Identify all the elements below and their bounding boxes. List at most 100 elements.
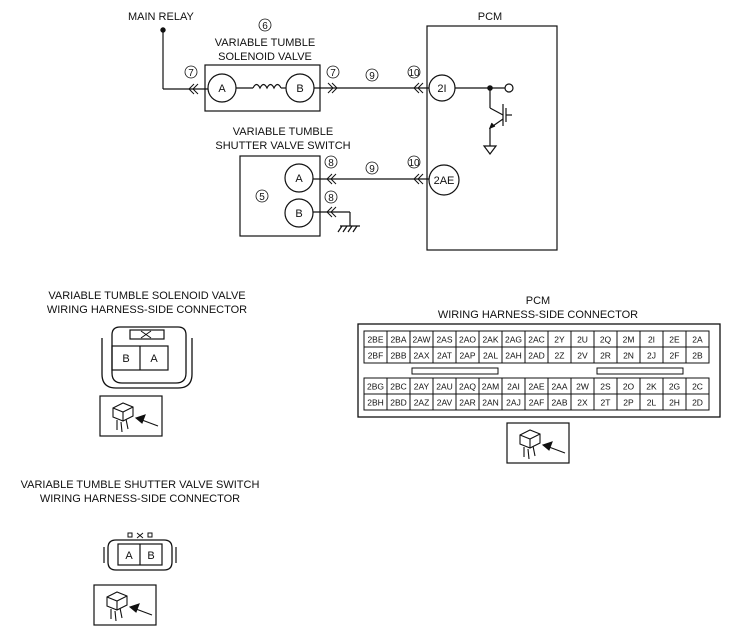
connector-chevron-icon	[326, 173, 337, 185]
pcm-pin-label: 2J	[647, 351, 656, 361]
pcm-pin-label: 2W	[576, 382, 589, 392]
pcm-pin-label: 2T	[601, 398, 611, 408]
pcm-pin-label: 2AH	[505, 351, 522, 361]
pcm-pin-label: 2AL	[483, 351, 498, 361]
shutter-valve-switch-box	[239, 155, 321, 237]
pcm-pin-label: 2B	[692, 351, 703, 361]
pcm-pin-label: 2E	[669, 335, 680, 345]
pcm-pin-label: 2N	[623, 351, 634, 361]
pcm-pin-label: 2BG	[367, 382, 384, 392]
pcm-pin-label: 2Q	[600, 335, 612, 345]
pcm-pin-label: 2BF	[368, 351, 384, 361]
pcm-pin-label: 2AP	[459, 351, 475, 361]
callout-9-lower: 9	[369, 164, 375, 175]
pcm-pin-label: 2L	[647, 398, 657, 408]
pcm-pin-cell	[685, 393, 710, 411]
solenoid-connector-face	[101, 326, 193, 389]
pcm-pin-label: 2X	[577, 398, 588, 408]
pcm-pin-label: 2V	[577, 351, 588, 361]
pcm-pin-label: 2AX	[413, 351, 429, 361]
pcm-pin-label: 2Z	[555, 351, 565, 361]
callout-7-right: 7	[330, 68, 336, 79]
pcm-pin-label: 2AI	[507, 382, 520, 392]
pcm-pin-label: 2H	[669, 398, 680, 408]
pcm-pin-label: 2A	[692, 335, 703, 345]
pcm-pin-label: 2F	[670, 351, 680, 361]
pcm-pin-label: 2O	[623, 382, 635, 392]
pcm-pin-label: 2AZ	[414, 398, 430, 408]
connector-view-icon	[519, 429, 566, 460]
pcm-pin-label: 2K	[646, 382, 657, 392]
pcm-pin-label: 2BC	[390, 382, 407, 392]
pcm-pin-label: 2AT	[437, 351, 452, 361]
pcm-pin-cell	[685, 346, 710, 364]
pcm-pin-label: 2R	[600, 351, 611, 361]
connector-chevron-icon	[326, 206, 337, 218]
main-relay-label: MAIN RELAY	[128, 11, 194, 23]
pcm-pin-label: 2I	[648, 335, 655, 345]
switch-connector-face	[103, 532, 177, 571]
connector-view-icon	[106, 591, 153, 622]
solenoid-title-line1: VARIABLE TUMBLE	[215, 37, 315, 49]
pcm-pin-2i: 2I	[437, 83, 446, 95]
transistor-icon	[455, 83, 514, 155]
pcm-pin-label: 2P	[623, 398, 634, 408]
pcm-pin-label: 2M	[623, 335, 635, 345]
connector-chevron-icon	[413, 173, 424, 185]
pcm-pin-label: 2S	[600, 382, 611, 392]
solenoid-connector-thumb	[99, 395, 163, 437]
pcm-pin-label: 2AO	[459, 335, 476, 345]
pcm-connector-key-right	[596, 367, 684, 375]
callout-8-upper: 8	[328, 158, 334, 169]
solenoid-title-line2: SOLENOID VALVE	[218, 51, 312, 63]
pcm-pin-label: 2AG	[505, 335, 522, 345]
callout-6: 6	[262, 21, 268, 32]
pcm-pin-label: 2U	[577, 335, 588, 345]
connector-view-icon	[112, 402, 159, 433]
pcm-pin-label: 2AN	[482, 398, 499, 408]
solenoid-pin-a: A	[218, 83, 226, 95]
switch-connector-thumb	[93, 584, 157, 626]
callout-8-lower: 8	[328, 193, 334, 204]
solenoid-pin-b: B	[296, 83, 303, 95]
pcm-connector-title-line2: WIRING HARNESS-SIDE CONNECTOR	[438, 309, 638, 321]
pcm-pin-label: 2AF	[529, 398, 545, 408]
pcm-pin-label: 2AR	[459, 398, 476, 408]
pcm-pin-label: 2BE	[367, 335, 383, 345]
pcm-connector-body	[357, 323, 721, 418]
pcm-label: PCM	[478, 11, 502, 23]
callout-10-lower: 10	[408, 158, 420, 169]
pcm-pin-label: 2BA	[390, 335, 406, 345]
pcm-pin-label: 2AC	[528, 335, 545, 345]
pcm-pin-label: 2AY	[414, 382, 430, 392]
switch-connector-cell-b: B	[147, 550, 154, 562]
switch-pin-a: A	[295, 173, 303, 185]
pcm-connector-title-line1: PCM	[526, 295, 550, 307]
callout-10-upper: 10	[408, 68, 420, 79]
pcm-pin-label: 2AE	[528, 382, 544, 392]
pcm-connector-key-left	[411, 367, 499, 375]
pcm-pin-label: 2AA	[551, 382, 567, 392]
solenoid-connector-title-line2: WIRING HARNESS-SIDE CONNECTOR	[47, 304, 247, 316]
switch-title-line1: VARIABLE TUMBLE	[233, 126, 333, 138]
pcm-pin-label: 2D	[692, 398, 703, 408]
pcm-connector-thumb	[506, 422, 570, 464]
pcm-pin-label: 2G	[669, 382, 680, 392]
pcm-pin-label: 2AU	[436, 382, 453, 392]
callout-7-left: 7	[188, 68, 194, 79]
switch-pin-b: B	[295, 208, 302, 220]
pcm-pin-label: 2AQ	[459, 382, 476, 392]
pcm-pin-label: 2AJ	[506, 398, 521, 408]
solenoid-coil-icon	[252, 83, 282, 90]
solenoid-connector-title-line1: VARIABLE TUMBLE SOLENOID VALVE	[48, 290, 245, 302]
pcm-pin-label: 2AB	[551, 398, 567, 408]
pcm-pin-label: 2C	[692, 382, 703, 392]
switch-title-line2: SHUTTER VALVE SWITCH	[215, 140, 350, 152]
pcm-pin-label: 2AW	[412, 335, 430, 345]
pcm-pin-label: 2AM	[482, 382, 499, 392]
pcm-pin-label: 2AD	[528, 351, 545, 361]
solenoid-connector-cell-b: B	[122, 353, 129, 365]
callout-9-upper: 9	[369, 71, 375, 82]
